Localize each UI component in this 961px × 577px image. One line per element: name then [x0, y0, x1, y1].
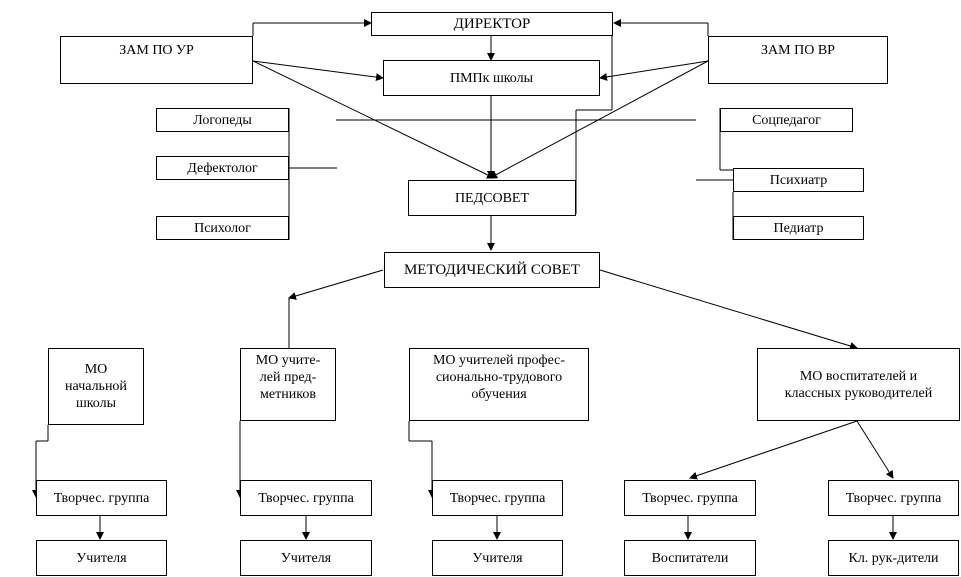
- node-tg2: Творчес. группа: [240, 480, 372, 516]
- link-zamvr-pmpk: [599, 60, 709, 81]
- node-pediatr: Педиатр: [733, 216, 864, 240]
- node-uchitelya-1: Учителя: [36, 540, 167, 576]
- node-kl-ruk: Кл. рук-дители: [828, 540, 959, 576]
- node-socpedagog: Соцпедагог: [720, 108, 853, 132]
- node-zam-ur: ЗАМ ПО УР: [60, 36, 253, 84]
- node-logopedy: Логопеды: [156, 108, 289, 132]
- node-metod-sovet: МЕТОДИЧЕСКИЙ СОВЕТ: [384, 252, 600, 288]
- node-mo-pred: МО учите- лей пред- метников: [240, 348, 336, 421]
- node-psiholog: Психолог: [156, 216, 289, 240]
- link-metod-movosp: [599, 269, 858, 350]
- node-mo-prof: МО учителей профес- сионально-трудового …: [409, 348, 589, 421]
- node-mo-vosp: МО воспитателей и классных руководителей: [757, 348, 960, 421]
- node-pedsovet: ПЕДСОВЕТ: [408, 180, 576, 216]
- node-zam-vr: ЗАМ ПО ВР: [708, 36, 888, 84]
- node-uchitelya-3: Учителя: [432, 540, 563, 576]
- node-pmpk: ПМПк школы: [383, 60, 600, 96]
- node-vospitateli: Воспитатели: [624, 540, 756, 576]
- node-defektolog: Дефектолог: [156, 156, 289, 180]
- node-tg5: Творчес. группа: [828, 480, 959, 516]
- mo4-tg5: [856, 420, 894, 479]
- node-uchitelya-2: Учителя: [240, 540, 372, 576]
- link-metod-left: [288, 269, 384, 300]
- node-tg3: Творчес. группа: [432, 480, 563, 516]
- node-mo-nach: МО начальной школы: [48, 348, 144, 425]
- node-psihiatr: Психиатр: [733, 168, 864, 192]
- link-zamur-pmpk: [252, 60, 384, 82]
- mo4-tg4: [689, 420, 858, 480]
- node-tg4: Творчес. группа: [624, 480, 756, 516]
- node-director: ДИРЕКТОР: [371, 12, 613, 36]
- node-tg1: Творчес. группа: [36, 480, 167, 516]
